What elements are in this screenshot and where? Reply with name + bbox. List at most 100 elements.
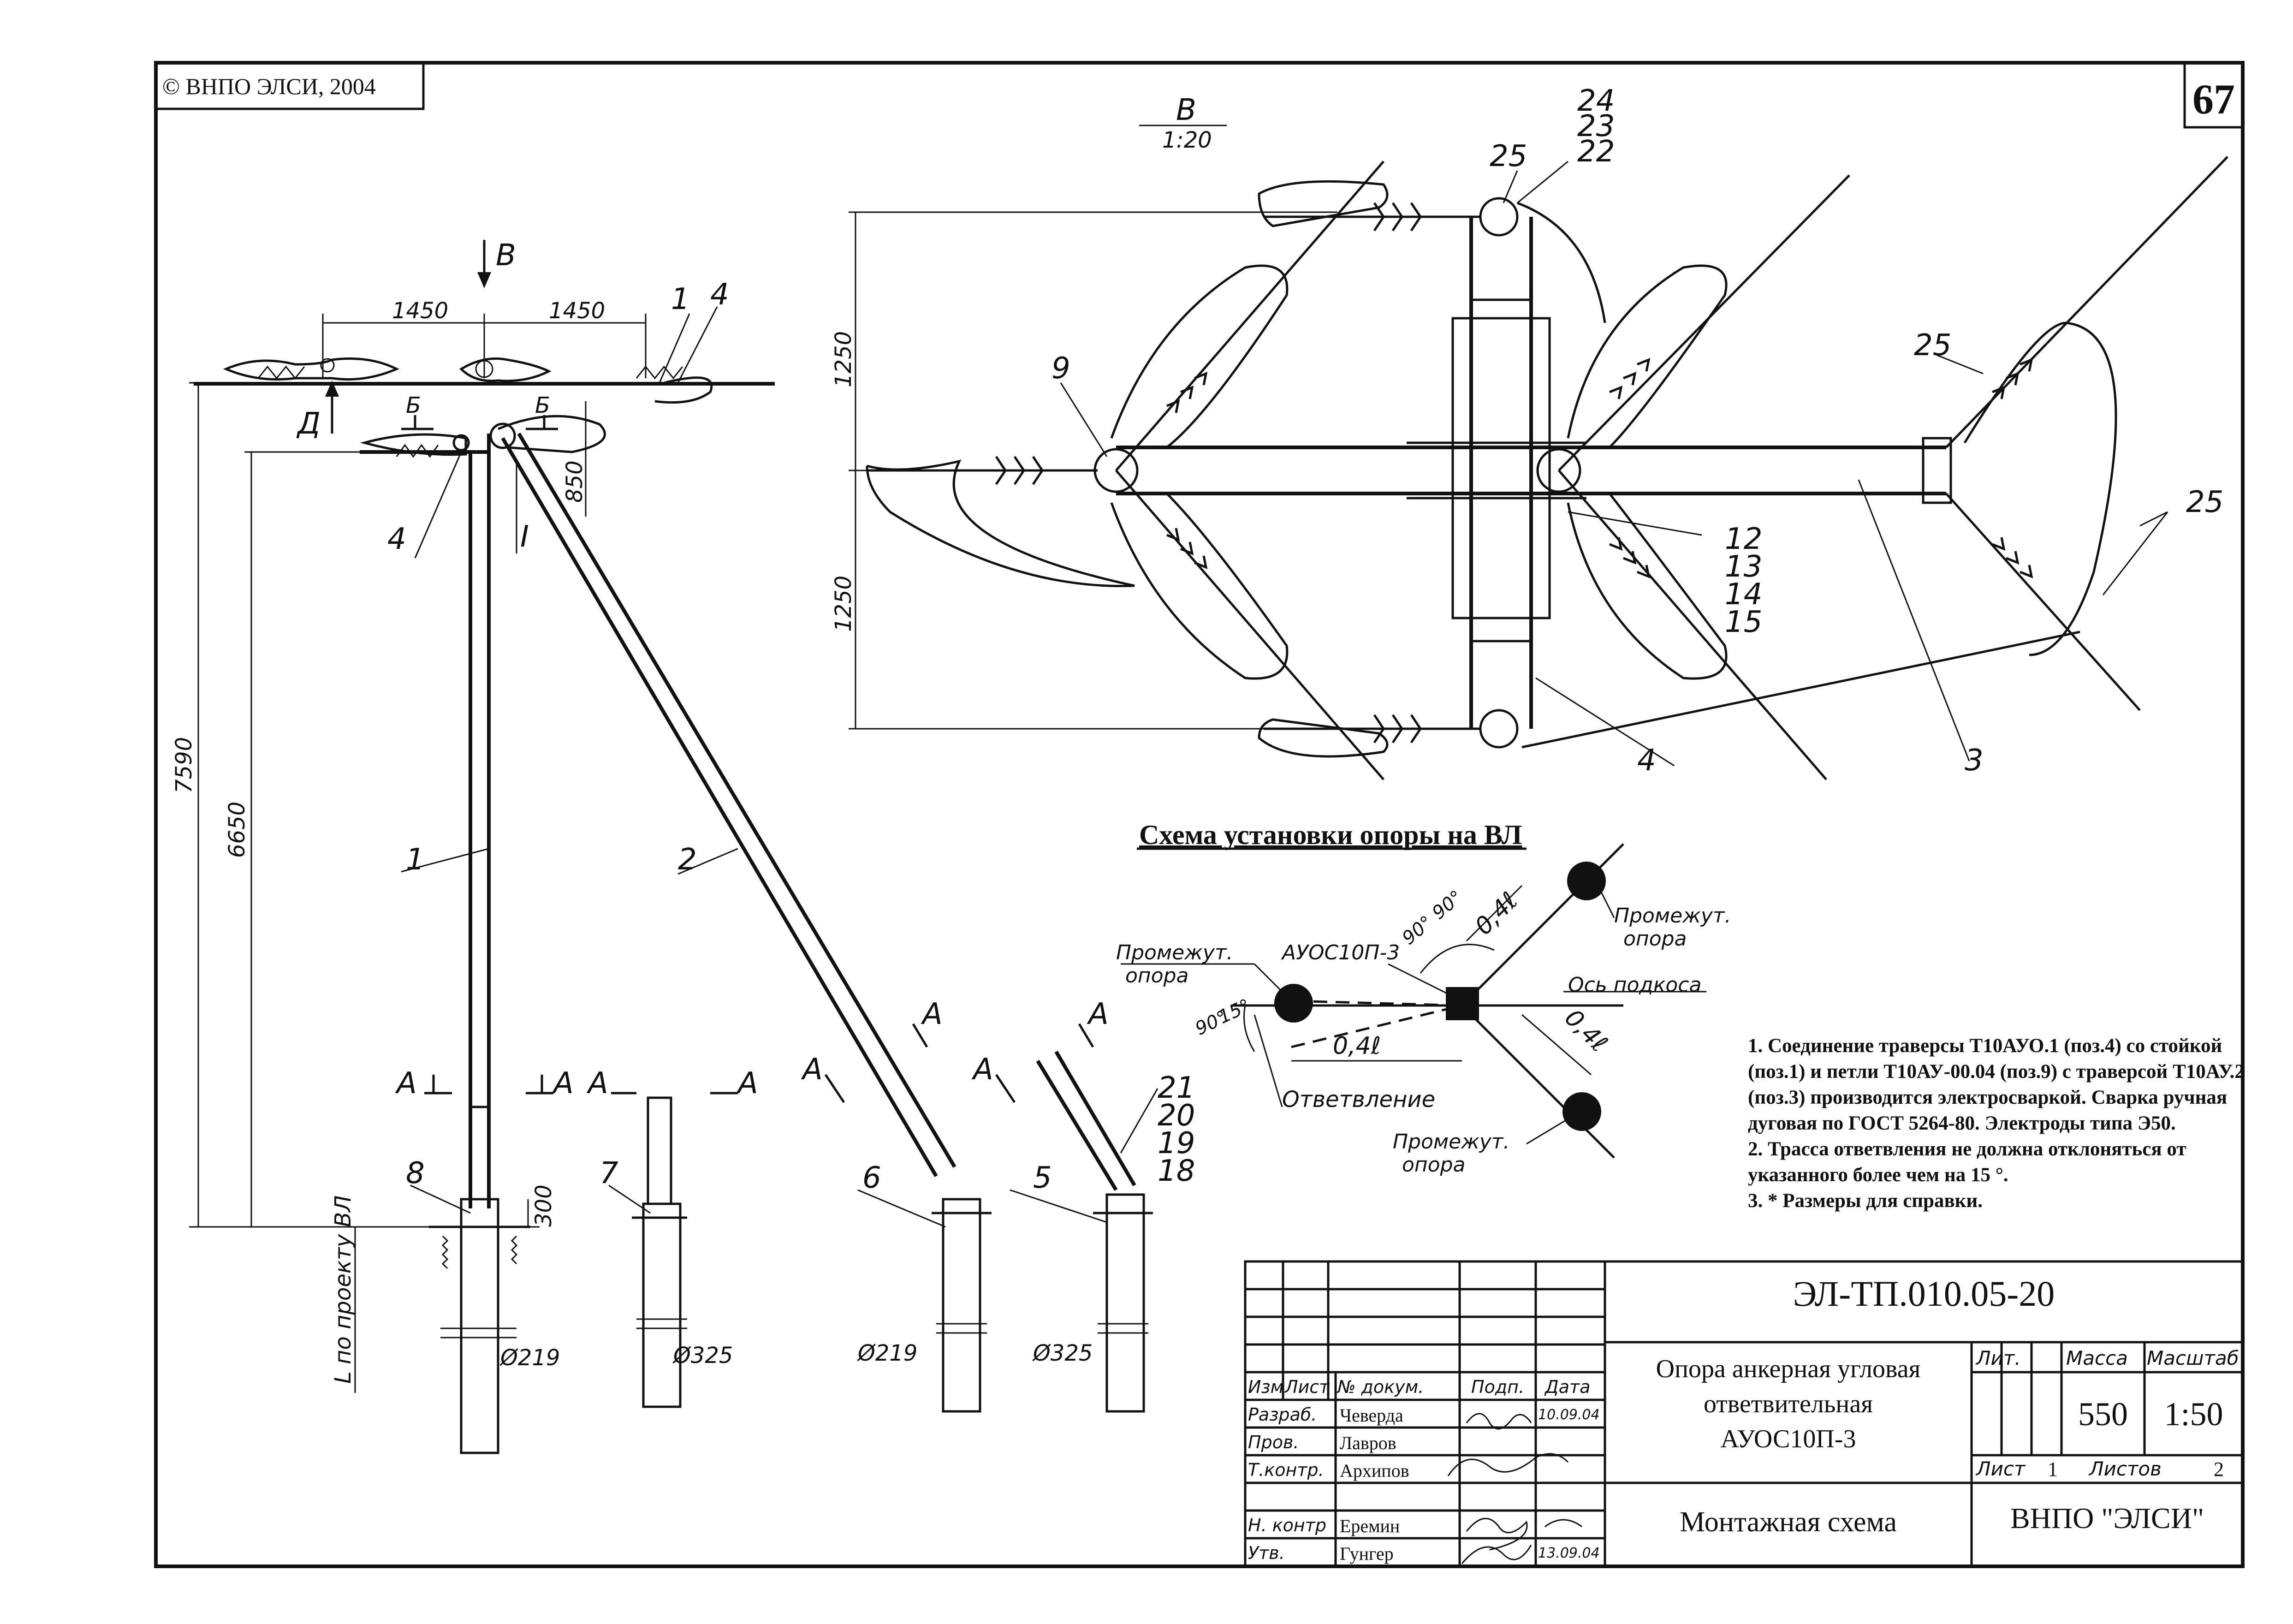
letter-a-5: А xyxy=(801,1053,823,1087)
org-name: ВНПО "ЭЛСИ" xyxy=(2010,1502,2204,1535)
note-2: 2. Трасса ответвления не должна отклонят… xyxy=(1748,1138,2186,1186)
role-prov: Пров. xyxy=(1248,1432,1299,1452)
dim-850: 850 xyxy=(562,460,588,503)
letter-a-7: А xyxy=(971,1053,993,1087)
letter-a-8: А xyxy=(1087,997,1109,1031)
dim-1450-left: 1450 xyxy=(392,298,448,324)
sheet-value: 1 xyxy=(2048,1458,2058,1481)
pos-21: 23 xyxy=(1577,109,1615,143)
dia-219-b: Ø219 xyxy=(857,1340,917,1366)
scheme-d04-top: 0,4ℓ xyxy=(1470,887,1523,940)
dim-1250-top: 1250 xyxy=(831,331,856,387)
pos-25-b: 25 xyxy=(1914,328,1951,363)
letter-a-3: А xyxy=(586,1066,608,1101)
pos-12: 12 xyxy=(1725,522,1762,556)
dim-6650: 6650 xyxy=(224,802,250,858)
hdr-scale: Масштаб xyxy=(2147,1347,2239,1369)
pos-8: 8 xyxy=(406,1156,425,1190)
pos-7: 7 xyxy=(600,1156,618,1190)
date-utv: 13.09.04 xyxy=(1538,1545,1600,1561)
scheme-axis: Ось подкоса xyxy=(1568,973,1702,997)
scheme-inter-top-2: опора xyxy=(1623,927,1687,951)
sheets-label: Листов xyxy=(2089,1457,2162,1480)
view-b-title: В xyxy=(1176,93,1196,127)
scheme-inter-bot: Промежут. xyxy=(1393,1130,1510,1154)
hdr-lit: Лит. xyxy=(1976,1347,2021,1369)
pos-23: 25 xyxy=(1490,139,1527,173)
pos-4-left: 4 xyxy=(387,522,406,556)
letter-a-2: А xyxy=(552,1066,574,1101)
date-razrab: 10.09.04 xyxy=(1538,1407,1600,1423)
note-1: 1. Соединение траверсы Т10АУО.1 (поз.4) … xyxy=(1748,1035,2245,1134)
pos-25-left: 4 xyxy=(710,278,729,312)
scheme-support-label: АУОС10П-3 xyxy=(1281,941,1400,964)
letter-a-4: А xyxy=(736,1066,758,1101)
dia-219-a: Ø219 xyxy=(499,1345,560,1371)
pos-17: 19 xyxy=(1158,1126,1195,1160)
product-name-1: Опора анкерная угловая xyxy=(1656,1355,1921,1383)
note-3: 3. * Размеры для справки. xyxy=(1748,1190,1983,1212)
pos-24: 25 xyxy=(2186,485,2223,519)
name-arkhipov: Архипов xyxy=(1340,1460,1409,1481)
letter-b2: Б xyxy=(535,393,550,418)
hdr-izm: Изм xyxy=(1248,1377,1284,1397)
pos-16: 18 xyxy=(1158,1154,1195,1188)
letter-a-6: А xyxy=(921,997,943,1031)
hdr-sign: Подп. xyxy=(1471,1377,1525,1397)
name-cheverda: Чеверда xyxy=(1340,1405,1403,1426)
copyright: © ВНПО ЭЛСИ, 2004 xyxy=(162,73,376,99)
mass-value: 550 xyxy=(2078,1396,2128,1433)
name-lavrov: Лавров xyxy=(1340,1433,1396,1453)
scheme-title: Схема установки опоры на ВЛ xyxy=(1139,820,1522,850)
pos-14: 14 xyxy=(1725,577,1762,612)
dia-325-a: Ø325 xyxy=(672,1343,733,1368)
doc-code: ЭЛ-ТП.010.05-20 xyxy=(1793,1273,2055,1314)
pos-4-b: 4 xyxy=(1637,744,1656,778)
l-project: L по проекту ВЛ xyxy=(330,1196,356,1384)
position-labels-left: 1 4 4 1 2 8 7 6 5 21 20 19 18 xyxy=(387,278,1195,1195)
scheme-inter-bot-2: опора xyxy=(1402,1153,1466,1177)
letter-i: I xyxy=(520,520,529,554)
elevation-view: В 1450 1450 Д Б Б xyxy=(171,238,1158,1454)
pos-5: 5 xyxy=(1033,1161,1052,1195)
pos-13: 13 xyxy=(1725,550,1762,584)
letter-a-1: А xyxy=(395,1066,417,1101)
pos-3-b: 3 xyxy=(1965,744,1984,778)
scheme-angle-top: 90° xyxy=(1398,912,1437,949)
scheme-branch: Ответвление xyxy=(1282,1087,1435,1112)
role-utv: Утв. xyxy=(1248,1543,1285,1563)
sheet-number-box xyxy=(2183,61,2244,129)
sheet-label: Лист xyxy=(1976,1457,2026,1480)
scheme-angle-top-2: 90° xyxy=(1428,886,1467,924)
view-b-letter: В xyxy=(496,238,516,273)
top-view-b: В 1:20 1250 1250 xyxy=(831,93,2228,780)
letter-b1: Б xyxy=(406,393,421,418)
title-block-lines xyxy=(1244,1260,2244,1568)
pos-6: 6 xyxy=(862,1161,881,1195)
product-name: Опора анкерная угловая ответвительная АУ… xyxy=(1605,1351,1972,1457)
pos-1: 1 xyxy=(406,843,425,877)
dim-1250-bot: 1250 xyxy=(831,576,856,632)
outer-frame xyxy=(154,61,2245,1568)
pos-19: 21 xyxy=(1158,1071,1195,1105)
hdr-date: Дата xyxy=(1545,1377,1591,1397)
hdr-docnum: № докум. xyxy=(1337,1377,1424,1397)
sheet-number: 67 xyxy=(2192,76,2235,123)
pos-18: 20 xyxy=(1158,1099,1195,1133)
scheme-d04-bot: 0,4ℓ xyxy=(1559,1004,1613,1058)
role-tkontr: Т.контр. xyxy=(1248,1460,1324,1480)
dim-1450-right: 1450 xyxy=(549,298,605,324)
letter-d: Д xyxy=(296,407,321,441)
position-labels-b: 9 25 24 23 22 12 13 14 15 4 3 25 25 xyxy=(1051,84,2223,778)
scale-value: 1:50 xyxy=(2164,1396,2223,1433)
pos-22: 24 xyxy=(1577,84,1615,118)
pos-9: 9 xyxy=(1051,351,1070,386)
drawing-name: Монтажная схема xyxy=(1680,1506,1897,1538)
scheme-inter-left: Промежут. xyxy=(1116,941,1233,964)
installation-scheme: Схема установки опоры на ВЛ xyxy=(1121,820,1706,1159)
hdr-list: Лист xyxy=(1285,1377,1330,1397)
pos-20: 22 xyxy=(1577,135,1615,169)
product-name-3: АУОС10П-3 xyxy=(1720,1425,1856,1453)
scheme-labels: Промежут. опора АУОС10П-3 Промежут. опор… xyxy=(1116,886,1731,1177)
